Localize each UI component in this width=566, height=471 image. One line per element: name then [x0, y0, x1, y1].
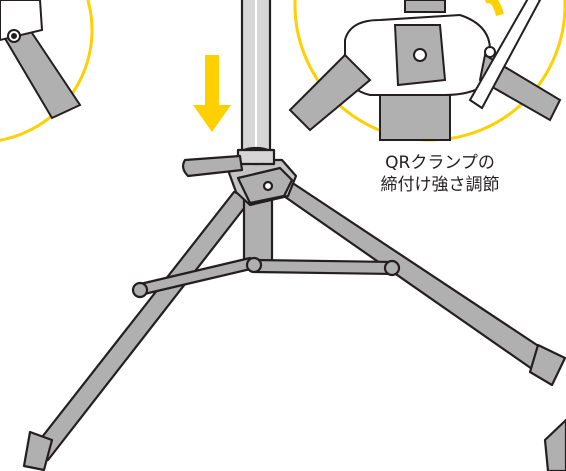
- down-arrow-icon: [193, 55, 231, 132]
- caption-line-2: 締付け強さ調節: [380, 175, 500, 195]
- right-detail-callout: [288, 0, 566, 142]
- caption-line-1: QRクランプの: [385, 153, 495, 173]
- repair-stand: [22, 0, 566, 471]
- left-detail-callout: [0, 0, 94, 142]
- qr-clamp-caption: QRクランプの 締付け強さ調節: [340, 152, 540, 196]
